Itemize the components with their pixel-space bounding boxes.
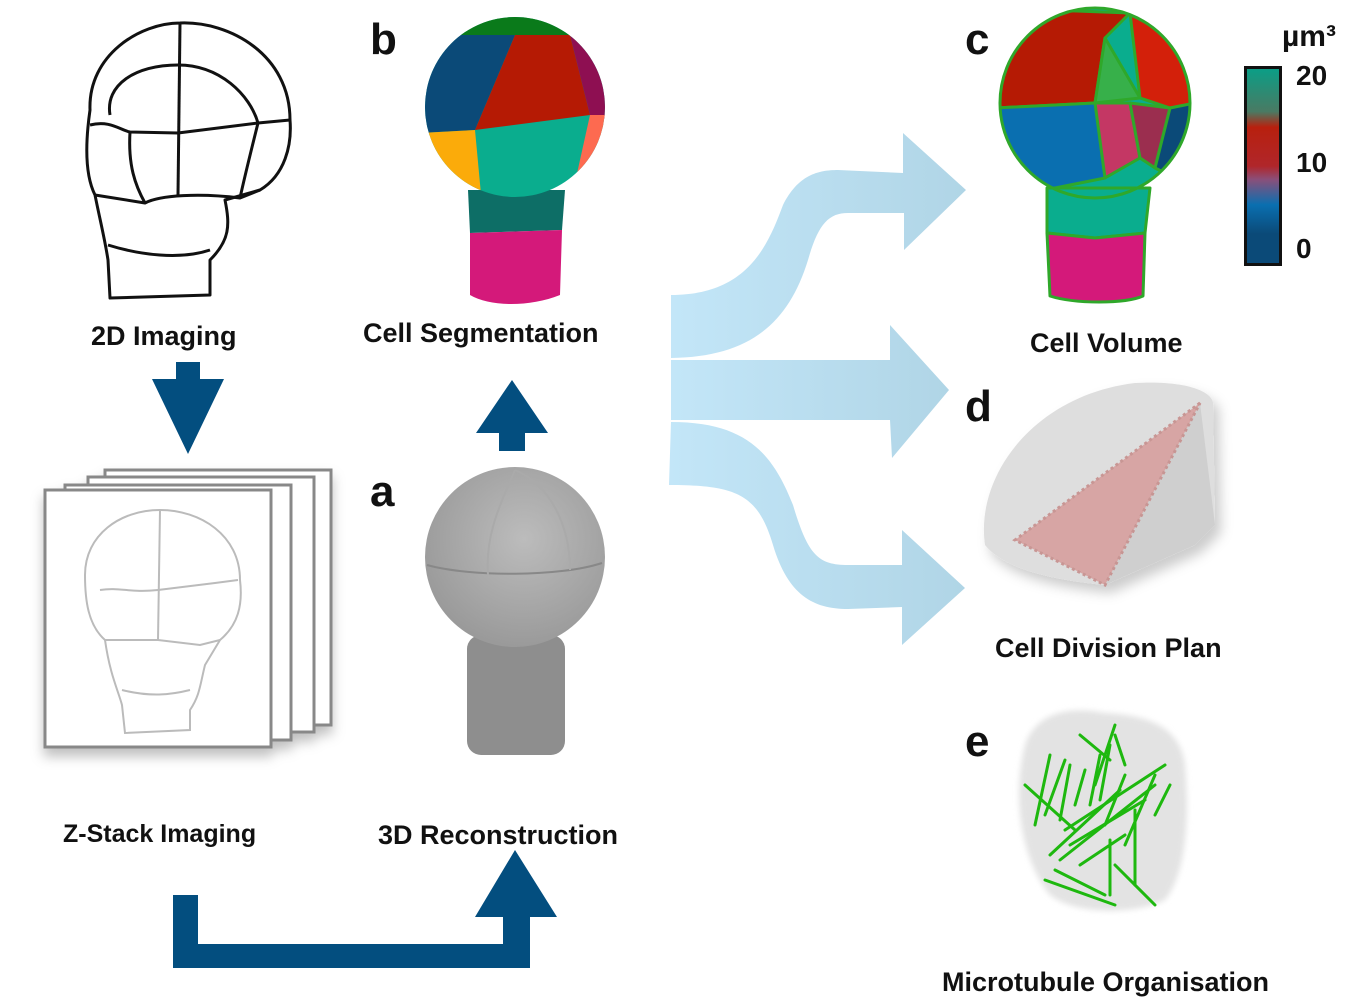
panel-letter-b: b	[370, 15, 397, 64]
arrow-to-microtubule-icon	[669, 422, 965, 645]
microtubule-strand	[1123, 773, 1157, 847]
microtubule-strand	[1113, 863, 1157, 907]
panel-letter-a: a	[370, 467, 395, 516]
caption-microtubule-organisation: Microtubule Organisation	[942, 967, 1270, 997]
microtubule-strand	[1153, 783, 1172, 817]
microtubule-strand	[1078, 733, 1112, 762]
panel-letter-d: d	[965, 382, 992, 431]
microtubule-strand	[1113, 733, 1127, 767]
2d-imaging-sketch	[85, 21, 292, 300]
arrow-to-division-plan-icon	[671, 325, 949, 458]
microtubule-strand	[1103, 773, 1127, 827]
panel-letter-e: e	[965, 717, 990, 766]
colorbar-tick-20: 20	[1296, 60, 1328, 91]
colorbar	[1244, 66, 1282, 266]
microtubule-strand	[1098, 743, 1112, 802]
microtubule-strand	[1033, 753, 1052, 827]
arrow-down-icon	[152, 362, 224, 454]
z-stack-images	[43, 468, 333, 749]
cell-division-plane-model	[983, 382, 1215, 588]
microtubule-strand	[1088, 753, 1102, 807]
microtubule-organisation-model	[1019, 710, 1187, 911]
arrow-up-icon	[476, 380, 548, 451]
caption-cell-segmentation: Cell Segmentation	[363, 318, 599, 348]
microtubule-strand	[1073, 768, 1087, 807]
cell-volume-model	[998, 6, 1192, 304]
colorbar-tick-10: 10	[1296, 147, 1328, 178]
caption-z-stack-imaging: Z-Stack Imaging	[63, 820, 257, 848]
panel-letter-c: c	[965, 15, 990, 64]
caption-cell-division-plan: Cell Division Plan	[995, 633, 1222, 663]
arrow-to-cell-volume-icon	[671, 133, 966, 358]
caption-2d-imaging: 2D Imaging	[91, 321, 237, 351]
microtubule-strand	[1053, 868, 1107, 897]
microtubule-strand	[1043, 878, 1117, 907]
caption-cell-volume: Cell Volume	[1030, 328, 1183, 358]
branch-arrows	[669, 133, 966, 645]
caption-3d-reconstruction: 3D Reconstruction	[378, 820, 619, 850]
cell-segmentation-model	[425, 17, 605, 304]
microtubule-strand	[1078, 833, 1127, 867]
microtubule-strand	[1023, 783, 1077, 832]
microtubule-strand	[1058, 763, 1072, 822]
colorbar-unit: µm³	[1282, 20, 1336, 53]
3d-reconstruction-model	[425, 467, 605, 755]
arrow-zstack-to-reconstruction-icon	[173, 850, 557, 968]
colorbar-tick-0: 0	[1296, 233, 1312, 264]
